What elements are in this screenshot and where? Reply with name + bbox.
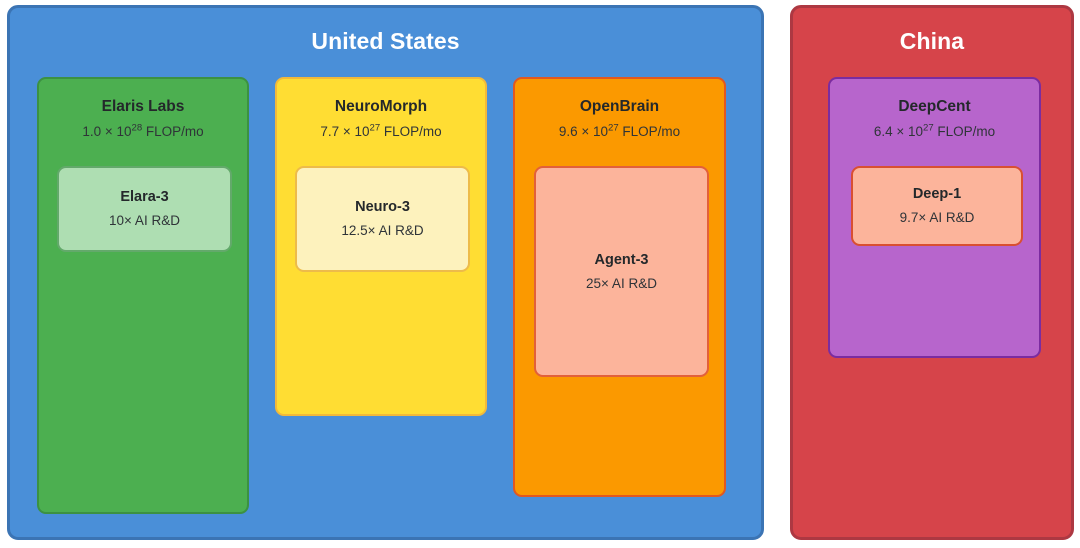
model-name-neuro-3: Neuro-3: [355, 199, 410, 215]
country-title-united-states: United States: [311, 28, 460, 54]
company-name-openbrain: OpenBrain: [579, 98, 660, 115]
model-box-deep-1[interactable]: Deep-1 9.7× AI R&D: [851, 166, 1023, 246]
company-name-elaris-labs: Elaris Labs: [101, 98, 185, 115]
model-metric-deep-1: 9.7× AI R&D: [899, 210, 975, 225]
country-title-china: China: [899, 28, 965, 54]
compute-exponent-neuromorph: 27: [369, 122, 381, 134]
compute-exponent-openbrain: 27: [607, 122, 619, 134]
model-box-agent-3[interactable]: Agent-3 25× AI R&D: [534, 166, 709, 377]
company-compute-deepcent: 6.4 × 1027 FLOP/mo: [873, 122, 996, 139]
company-name-neuromorph: NeuroMorph: [334, 98, 428, 115]
compute-exponent-elaris-labs: 28: [131, 122, 143, 134]
company-compute-neuromorph: 7.7 × 1027 FLOP/mo: [320, 122, 442, 139]
company-compute-elaris-labs: 1.0 × 1028 FLOP/mo: [82, 122, 204, 139]
model-box-neuro-3[interactable]: Neuro-3 12.5× AI R&D: [295, 166, 470, 272]
company-compute-openbrain: 9.6 × 1027 FLOP/mo: [558, 122, 681, 139]
company-header-openbrain: OpenBrain 9.6 × 1027 FLOP/mo: [515, 97, 724, 141]
compute-exponent-deepcent: 27: [922, 122, 934, 134]
model-name-deep-1: Deep-1: [912, 186, 962, 202]
company-header-deepcent: DeepCent 6.4 × 1027 FLOP/mo: [830, 97, 1039, 141]
company-header-elaris-labs: Elaris Labs 1.0 × 1028 FLOP/mo: [39, 97, 247, 141]
company-name-deepcent: DeepCent: [898, 98, 971, 115]
company-header-neuromorph: NeuroMorph 7.7 × 1027 FLOP/mo: [277, 97, 485, 141]
model-name-elara-3: Elara-3: [120, 189, 169, 205]
model-name-agent-3: Agent-3: [594, 251, 649, 268]
model-box-elara-3[interactable]: Elara-3 10× AI R&D: [57, 166, 232, 252]
model-metric-elara-3: 10× AI R&D: [109, 213, 180, 228]
model-metric-neuro-3: 12.5× AI R&D: [341, 223, 424, 238]
model-metric-agent-3: 25× AI R&D: [586, 275, 657, 291]
